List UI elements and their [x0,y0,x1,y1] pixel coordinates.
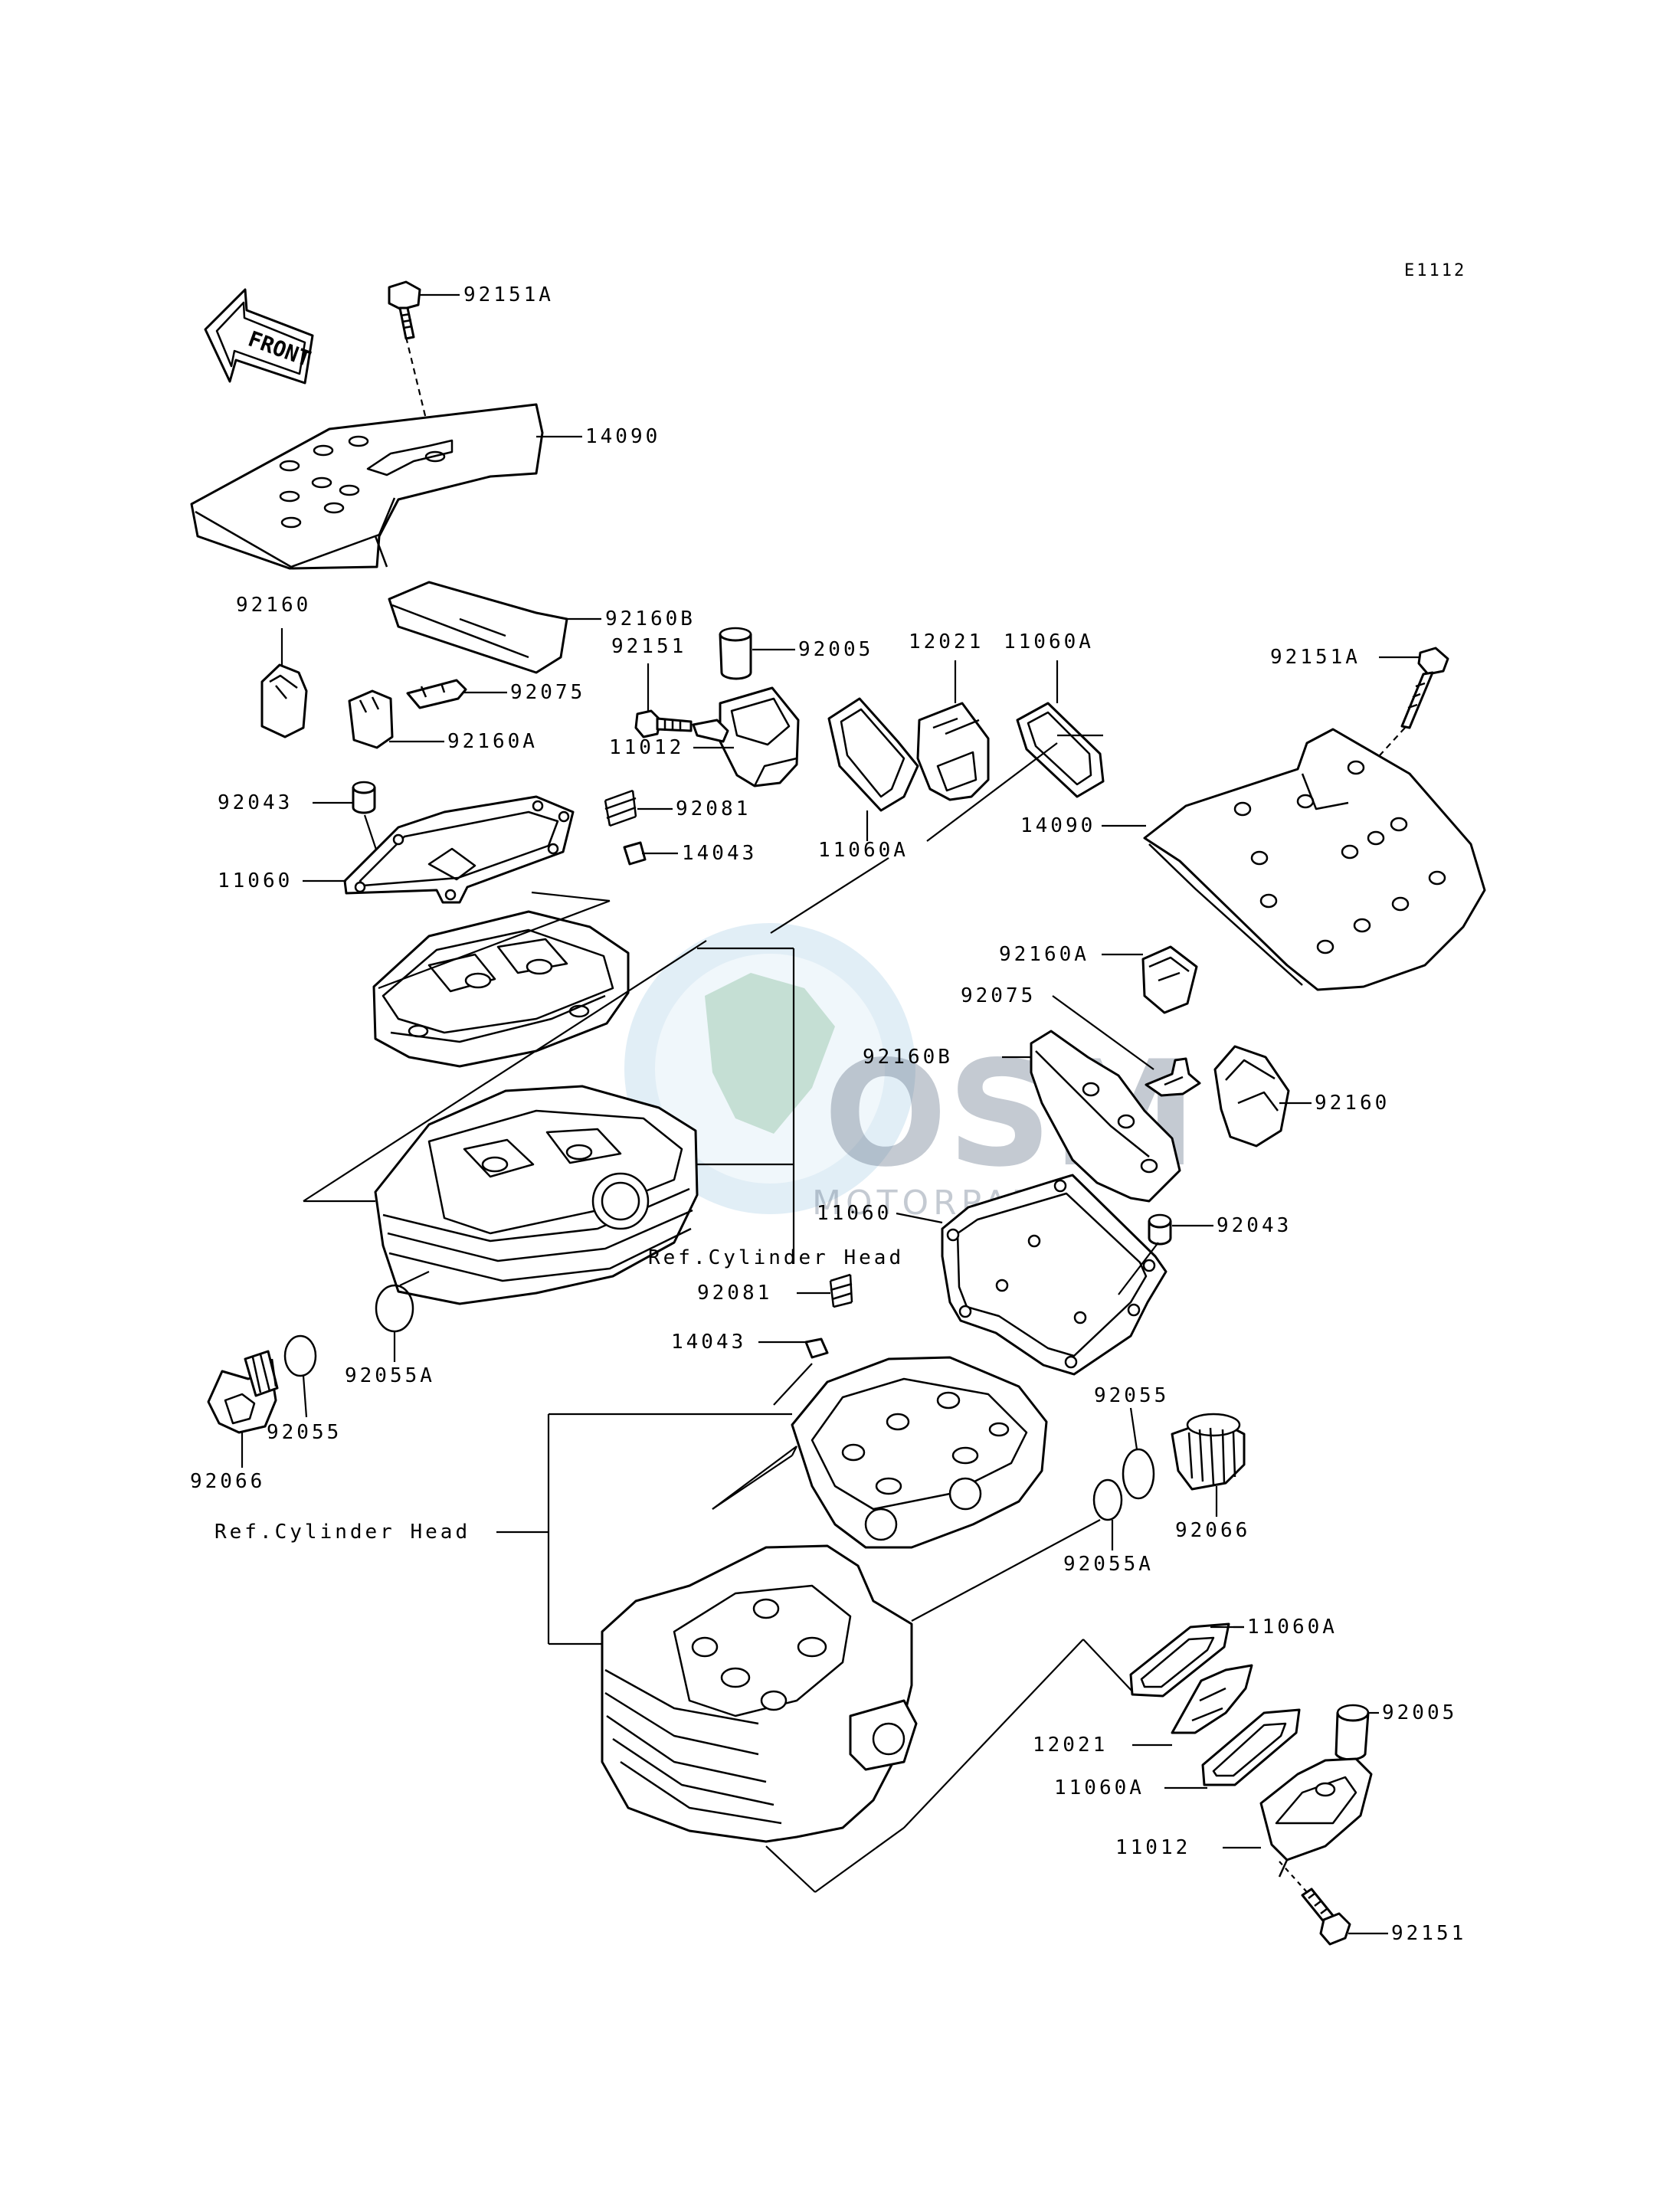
label-92043-left: 92043 [218,791,293,814]
label-92055-right: 92055 [1094,1384,1169,1407]
label-92160-right: 92160 [1315,1092,1390,1115]
oring-92055-right [1122,1448,1155,1500]
label-11012-low: 11012 [1115,1836,1190,1859]
gasket-11060A-low1 [1129,1622,1230,1698]
label-92160-left: 92160 [236,594,311,617]
gasket-11060-left [343,795,575,904]
label-ref-cylinder-head-top: Ref.Cylinder Head [648,1246,904,1269]
front-arrow-icon: FRONT [204,288,314,385]
label-92160A-top: 92160A [447,730,538,753]
gasket-11060-right [941,1174,1167,1376]
bolt-92151A-right [1355,647,1449,782]
label-92066-right: 92066 [1175,1519,1250,1542]
label-92081-mid: 92081 [697,1282,772,1305]
label-92151A-top: 92151A [463,283,554,306]
oring-92055-left [283,1334,317,1377]
label-92055A-right: 92055A [1063,1553,1154,1576]
label-14043-mid: 14043 [671,1331,746,1354]
label-92151A-right: 92151A [1270,646,1361,669]
label-11060-left: 11060 [218,869,293,892]
label-92043-right: 92043 [1217,1214,1292,1237]
cover-92160B-right [1030,1030,1181,1203]
label-92075-right: 92075 [961,984,1036,1007]
label-14090-right: 14090 [1020,814,1095,837]
cover-14090-top [190,403,544,570]
retainer-92075-top [406,679,467,709]
retainer-92075-right [1145,1057,1201,1097]
label-92055A-left: 92055A [345,1364,435,1387]
label-92151-top: 92151 [611,635,686,658]
label-11060A-mid: 11060A [818,839,909,862]
cover-92160-left [260,663,308,738]
label-12021-top: 12021 [909,630,984,653]
oring-92055A-left [375,1284,414,1333]
label-14090-top: 14090 [585,425,660,448]
label-92075-top: 92075 [510,681,585,704]
label-92151-low: 92151 [1391,1922,1466,1945]
gasket-11060A-mid [827,697,919,812]
gasket-11060A-low2 [1201,1708,1301,1786]
label-92160B-right: 92160B [863,1046,953,1069]
label-11060A-low2: 11060A [1054,1776,1145,1799]
label-ref-cylinder-head-left: Ref.Cylinder Head [215,1521,470,1544]
label-92160A-right: 92160A [999,943,1089,966]
cylinder-head-right-rear [791,1356,1048,1549]
diagram-code: E1112 [1404,261,1466,280]
label-11060-right: 11060 [817,1202,892,1225]
housing-11012-top [692,686,800,787]
label-11060A-top: 11060A [1004,630,1094,653]
cover-14090-right [1143,728,1486,991]
spring-92081-top [604,789,637,827]
oring-92055A-right [1092,1478,1123,1521]
cap-92066-left [207,1350,279,1434]
label-11012-top: 11012 [609,736,684,759]
label-92066-left: 92066 [190,1470,265,1493]
pin-14043-top [623,841,647,866]
label-92081-top: 92081 [676,797,751,820]
reed-12021-top [916,702,990,801]
cap-92066-right [1171,1413,1246,1491]
label-92160B-top: 92160B [605,607,696,630]
cylinder-head-right-front [601,1544,918,1843]
cover-92160A-top [348,689,394,749]
cover-92160-right [1213,1045,1290,1148]
label-11060A-low1: 11060A [1247,1616,1338,1639]
gasket-11060A-top [1016,702,1105,798]
bolt-92151-low [1279,1861,1351,1946]
dowel-92043-left [352,781,376,814]
spring-92081-mid [829,1273,853,1308]
label-12021-low: 12021 [1033,1734,1108,1757]
housing-11012-low [1259,1757,1373,1878]
label-92055-left: 92055 [267,1421,342,1444]
dowel-92043-right [1148,1213,1172,1246]
cover-92160B-top [388,581,568,674]
pin-14043-mid [804,1338,829,1359]
label-92005-low: 92005 [1382,1701,1457,1724]
label-14043-top: 14043 [682,842,757,865]
reed-12021-low [1171,1664,1253,1734]
cylinder-head-top-rear [372,910,630,1068]
cover-92160A-right [1141,945,1198,1014]
pipe-92005-top [719,627,752,680]
cylinder-head-top-front [374,1085,699,1305]
bolt-92151-top [634,709,693,738]
label-92005-top: 92005 [798,638,873,661]
pipe-92005-low [1335,1704,1370,1761]
